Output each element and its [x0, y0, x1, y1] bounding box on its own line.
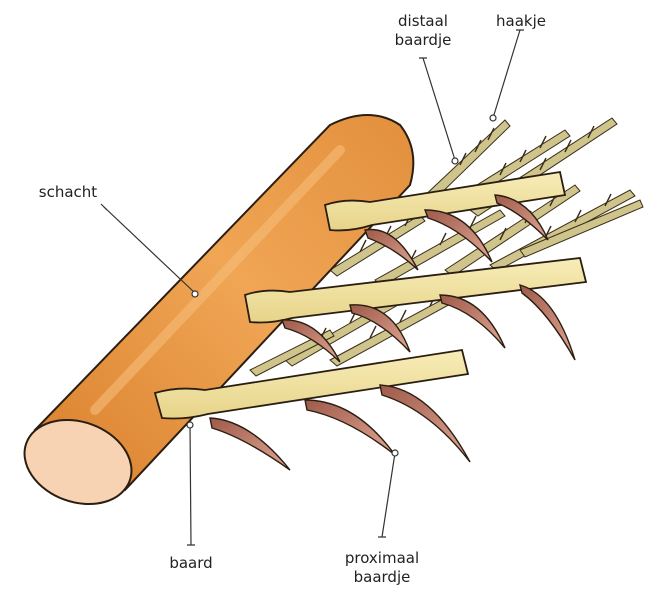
- leader-proximaal: [382, 453, 395, 537]
- label-proximaal-baardje: proximaal baardje: [322, 549, 442, 587]
- label-haakje: haakje: [488, 12, 554, 31]
- label-distaal-baardje: distaal baardje: [372, 12, 474, 50]
- leader-distaal: [423, 58, 455, 160]
- leader-baard: [190, 425, 191, 545]
- proximal-barbule: [305, 400, 395, 455]
- leader-haakje: [493, 30, 520, 118]
- leader-schacht: [104, 207, 195, 293]
- proximal-barbule: [520, 285, 575, 360]
- proximal-barbule: [210, 418, 290, 470]
- label-baard: baard: [161, 554, 221, 573]
- label-schacht: schacht: [28, 183, 108, 202]
- proximal-barbule: [440, 295, 505, 348]
